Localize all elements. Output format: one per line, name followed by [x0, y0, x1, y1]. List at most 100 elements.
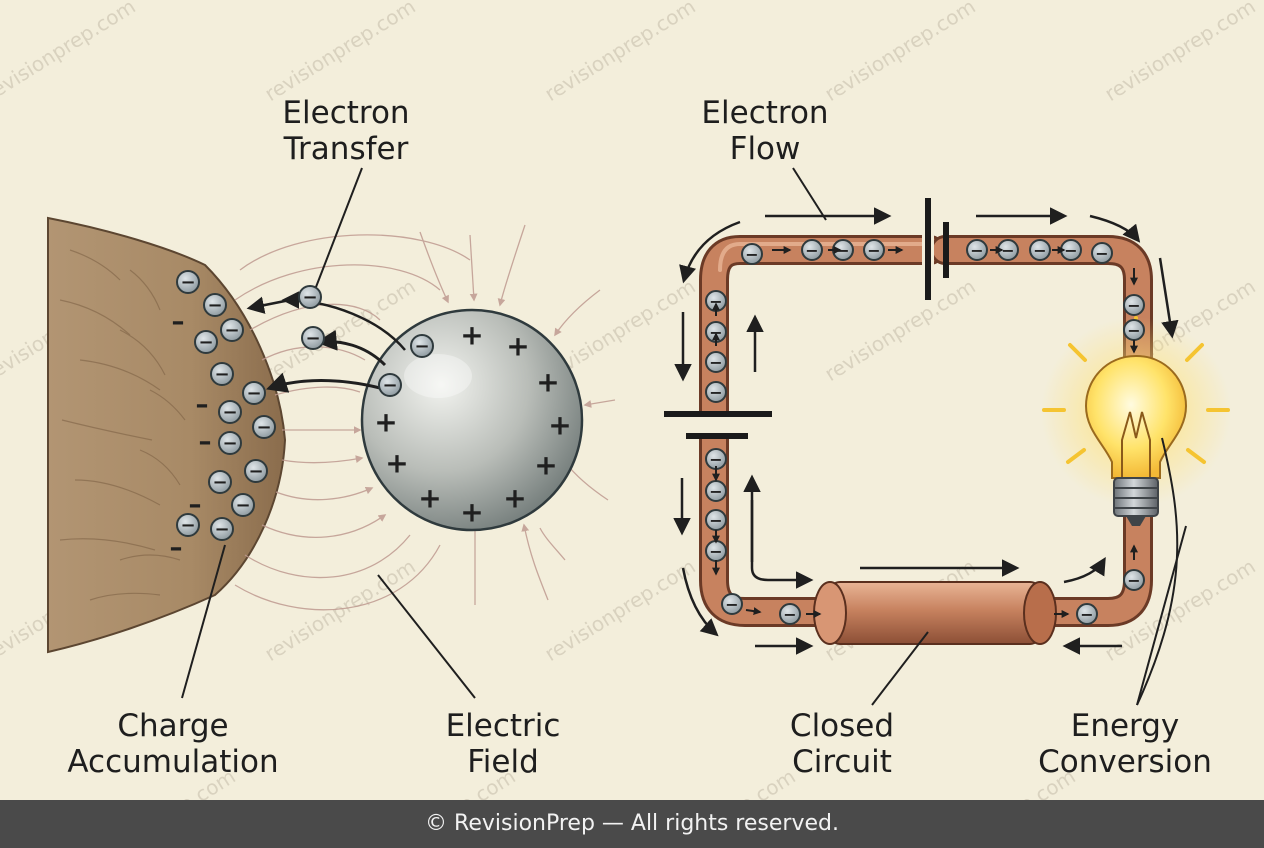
electron-icon: − — [176, 270, 200, 294]
label-line: Charge — [117, 708, 229, 744]
electron-icon: − — [176, 513, 200, 537]
watermark-text: revisionprep.com — [0, 0, 140, 106]
svg-text:−: − — [305, 328, 320, 349]
electric-field-lines — [234, 224, 616, 611]
fur-electrons: −−−−−−−−−−−−−−−−−− — [176, 270, 434, 541]
electron-icon: − — [801, 239, 823, 261]
svg-text:−: − — [709, 353, 722, 372]
in-wire-arrows — [712, 246, 1138, 618]
svg-text:−: − — [709, 383, 722, 402]
watermark-text: revisionprep.com — [540, 0, 699, 106]
electron-icon: − — [244, 459, 268, 483]
positive-charge-sign: + — [418, 482, 441, 515]
electron-icon: − — [242, 381, 266, 405]
label-line: Conversion — [1038, 744, 1212, 780]
sphere-positive-charges: ++++++++++ — [374, 319, 571, 529]
svg-text:−: − — [1127, 296, 1140, 315]
svg-text:−: − — [725, 595, 738, 614]
leader-lines-left — [181, 167, 476, 699]
battery-cell-left — [664, 411, 772, 439]
electron-icon: − — [252, 415, 276, 439]
svg-text:−: − — [207, 295, 222, 316]
light-bulb — [1041, 316, 1231, 526]
positive-charge-sign: + — [534, 449, 557, 482]
label-line: Closed — [789, 708, 895, 744]
negative-charge-sign: – — [170, 533, 183, 563]
leader-lines-right — [792, 167, 1187, 706]
electron-icon: − — [210, 517, 234, 541]
label-electron-transfer: Electron Transfer — [236, 95, 456, 167]
positive-charge-sign: + — [385, 447, 408, 480]
svg-text:−: − — [222, 402, 237, 423]
watermark-text: revisionprep.com — [820, 0, 979, 106]
resistor-cylinder — [813, 581, 1057, 645]
electron-icon: − — [220, 318, 244, 342]
label-line: Electric — [445, 708, 561, 744]
electron-icon: − — [1029, 239, 1051, 261]
svg-text:−: − — [783, 605, 796, 624]
electron-icon: − — [218, 400, 242, 424]
watermark-text: revisionprep.com — [260, 0, 419, 106]
svg-text:−: − — [970, 241, 983, 260]
electron-icon: − — [1060, 239, 1082, 261]
positive-charge-sign: + — [374, 406, 397, 439]
label-line: Flow — [729, 131, 801, 167]
label-line: Electron — [701, 95, 829, 131]
watermark-text: revisionprep.com — [260, 554, 419, 666]
negative-charge-sign: – — [196, 390, 209, 420]
electron-icon: − — [966, 239, 988, 261]
electron-icon: − — [231, 493, 255, 517]
label-line: Energy — [1070, 708, 1180, 744]
electron-icon: − — [779, 603, 801, 625]
electron-icon: − — [210, 362, 234, 386]
electron-icon: − — [705, 290, 727, 312]
label-closed-circuit: Closed Circuit — [732, 708, 952, 780]
svg-text:−: − — [1095, 244, 1108, 263]
svg-text:−: − — [1127, 571, 1140, 590]
watermark-text: revisionprep.com — [1100, 0, 1259, 106]
svg-text:−: − — [867, 241, 880, 260]
circuit-flow-arrows — [673, 207, 1179, 655]
electron-icon: − — [705, 509, 727, 531]
fur-negative-charges: ––––– — [170, 307, 212, 563]
electron-icon: − — [410, 334, 434, 358]
negative-charge-sign: – — [189, 490, 202, 520]
electron-icon: − — [721, 593, 743, 615]
label-electric-field: Electric Field — [393, 708, 613, 780]
svg-text:−: − — [248, 461, 263, 482]
label-line: Electron — [282, 95, 410, 131]
copyright-footer: © RevisionPrep — All rights reserved. — [0, 800, 1264, 848]
label-line: Transfer — [283, 131, 409, 167]
positive-charge-sign: + — [503, 482, 526, 515]
watermark-text: revisionprep.com — [820, 274, 979, 386]
battery-cell-top — [922, 198, 949, 300]
svg-text:−: − — [1033, 241, 1046, 260]
svg-text:−: − — [1127, 321, 1140, 340]
positive-charge-sign: + — [460, 319, 483, 352]
svg-text:−: − — [836, 241, 849, 260]
svg-text:−: − — [745, 245, 758, 264]
svg-text:−: − — [382, 375, 397, 396]
svg-text:−: − — [214, 519, 229, 540]
electron-icon: − — [741, 243, 763, 265]
electron-icon: − — [1123, 319, 1145, 341]
svg-text:−: − — [709, 511, 722, 530]
electron-icon: − — [863, 239, 885, 261]
svg-text:−: − — [414, 336, 429, 357]
negative-charge-sign: – — [172, 307, 185, 337]
svg-text:−: − — [214, 364, 229, 385]
electron-icon: − — [378, 373, 402, 397]
positive-charge-sign: + — [536, 366, 559, 399]
label-electron-flow: Electron Flow — [655, 95, 875, 167]
svg-text:−: − — [1001, 241, 1014, 260]
label-line: Accumulation — [67, 744, 279, 780]
current-direction-arrow — [745, 607, 762, 616]
svg-text:−: − — [222, 433, 237, 454]
svg-text:−: − — [256, 417, 271, 438]
label-line: Circuit — [792, 744, 892, 780]
svg-text:−: − — [1064, 241, 1077, 260]
electron-icon: − — [298, 285, 322, 309]
fur-piece — [47, 216, 287, 654]
